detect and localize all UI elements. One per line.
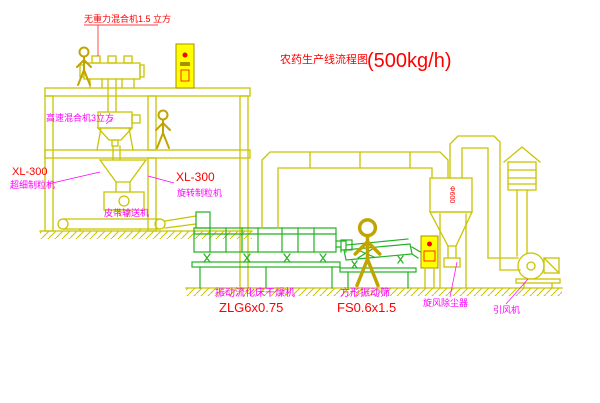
vibrating-screen — [339, 238, 423, 289]
rotary-granulator — [98, 159, 148, 217]
diagram-title: 农药生产线流程图 — [280, 52, 368, 66]
label-granulator-mid-name: 旋转制粒机 — [177, 187, 222, 198]
diagram-title-capacity: (500kg/h) — [367, 50, 452, 72]
label-cyclone-size: Φ600 — [448, 186, 455, 203]
leader-lines — [47, 24, 529, 305]
control-cabinet-2 — [420, 235, 439, 289]
belt-conveyor — [57, 215, 197, 232]
label-high-speed-mixer: 高速混合机3立方 — [46, 112, 114, 123]
label-screen-model: FS0.6x1.5 — [337, 300, 396, 315]
fluid-bed-dryer — [191, 211, 347, 289]
exhaust-duct — [261, 151, 449, 229]
worker-figure-second-floor — [155, 109, 171, 149]
label-granulator-mid-model: XL-300 — [176, 170, 215, 184]
label-fan: 引风机 — [493, 304, 520, 315]
worker-figure-ground — [353, 218, 382, 288]
label-belt-conveyor: 皮带输送机 — [104, 207, 149, 218]
label-cyclone: 旋风除尘器 — [423, 297, 468, 308]
high-speed-mixer — [96, 111, 141, 161]
label-dryer-name: 振动流化床干燥机 — [215, 286, 295, 299]
label-gravity-mixer: 无重力混合机1.5 立方 — [84, 13, 171, 24]
label-granulator-left-name: 超细制粒机 — [10, 179, 55, 190]
cyclone-separator — [428, 177, 474, 289]
cyclone-outlet-duct — [449, 135, 521, 271]
exhaust-stack — [503, 146, 541, 257]
building-structure — [44, 87, 251, 289]
ground-hatching — [39, 230, 563, 296]
label-dryer-model: ZLG6x0.75 — [219, 300, 283, 315]
induced-draft-fan — [515, 252, 561, 289]
label-screen-name: 方形振动筛 — [340, 286, 390, 299]
control-cabinet-1 — [175, 43, 195, 89]
label-granulator-left-model: XL-300 — [12, 166, 47, 178]
